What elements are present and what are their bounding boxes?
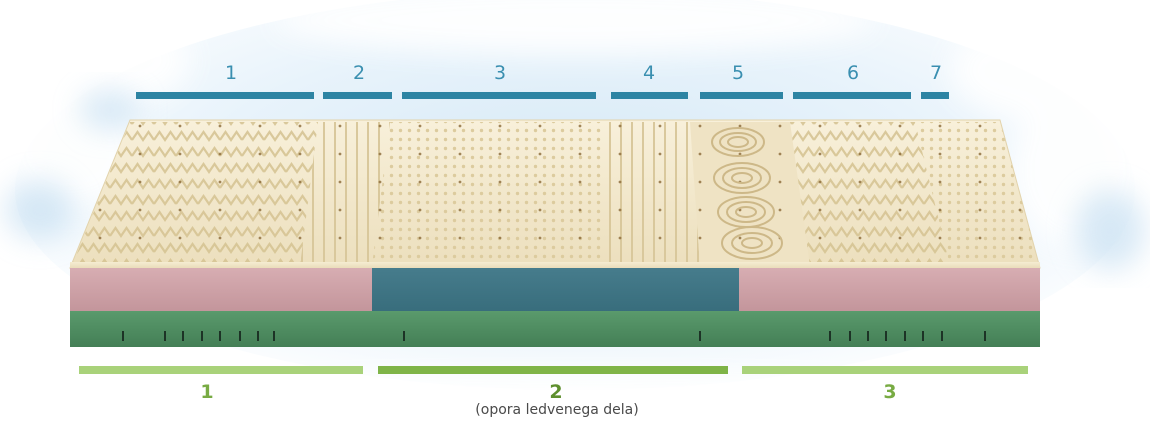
side-layer-zone-2 [372,268,739,312]
top-zone-7-bar [921,92,949,99]
bottom-zone-2-description: (opora ledvenega dela) [475,402,639,418]
bottom-zone-2-label: 2 [549,381,563,403]
top-zone-1-label: 1 [224,62,238,84]
top-zone-3-bar [402,92,596,99]
foam-zone-textures [70,122,1040,266]
top-zone-5-bar [700,92,783,99]
top-zone-3-label: 3 [493,62,507,84]
top-zone-7-label: 7 [929,62,943,84]
base-cut-marks [122,331,986,341]
bottom-zone-3-label: 3 [883,381,897,403]
bottom-zone-2-bar [378,366,728,374]
side-layer-zone-3 [739,268,1040,312]
top-zone-2-label: 2 [352,62,366,84]
bottom-zone-1-label: 1 [200,381,214,403]
concentric-circle-pattern [711,127,783,260]
base-layer [70,311,1040,347]
bottom-zone-1-bar [79,366,363,374]
bottom-zone-3-bar [742,366,1028,374]
top-zone-2-bar [323,92,392,99]
side-layer-zone-1 [70,268,372,312]
top-zone-5-label: 5 [731,62,745,84]
top-zone-6-label: 6 [846,62,860,84]
top-zone-4-bar [611,92,688,99]
top-zone-6-bar [793,92,911,99]
top-zone-1-bar [136,92,314,99]
top-zone-4-label: 4 [642,62,656,84]
